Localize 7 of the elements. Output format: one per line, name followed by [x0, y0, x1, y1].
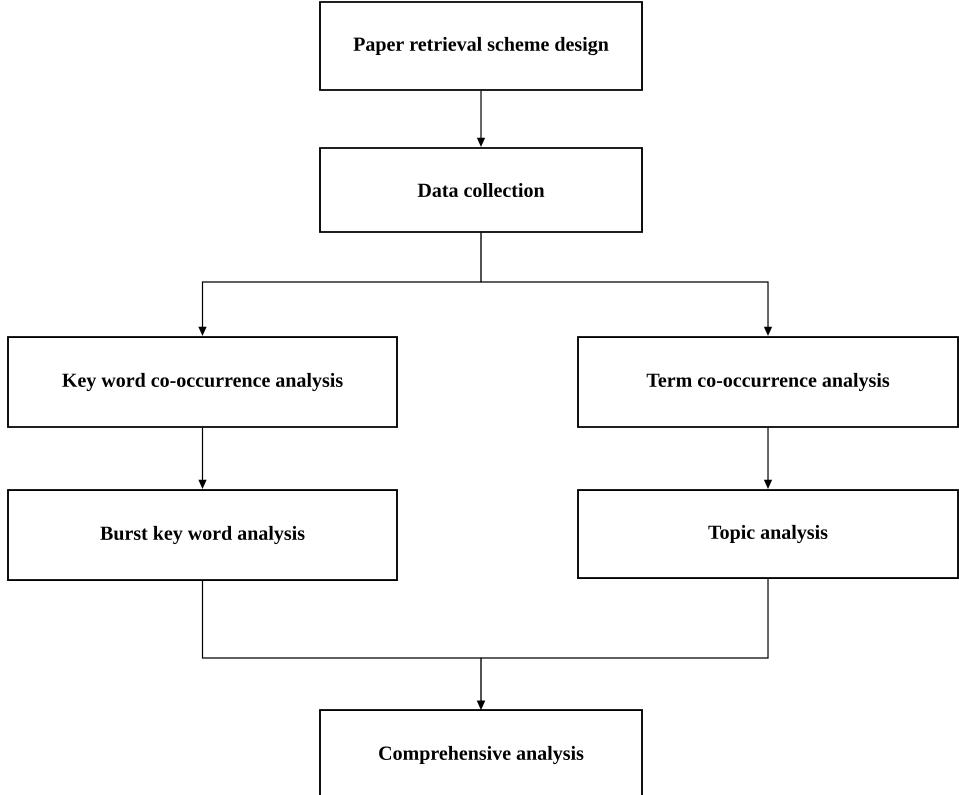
- process-box: Topic analysis: [577, 489, 959, 579]
- process-box: Comprehensive analysis: [319, 709, 643, 795]
- process-box: Term co-occurrence analysis: [577, 336, 959, 428]
- process-box: Paper retrieval scheme design: [319, 1, 643, 91]
- process-box: Data collection: [319, 147, 643, 233]
- process-box: Burst key word analysis: [7, 489, 398, 581]
- process-box: Key word co-occurrence analysis: [7, 336, 398, 428]
